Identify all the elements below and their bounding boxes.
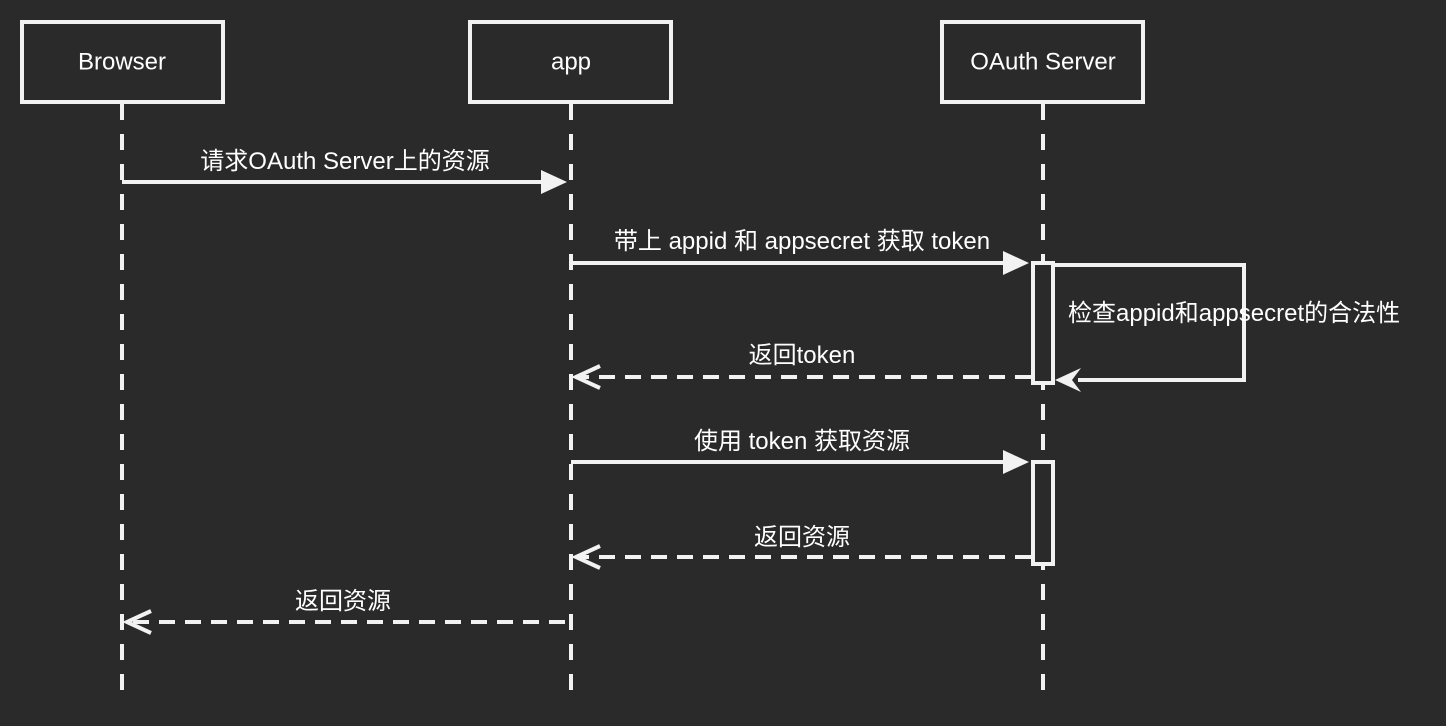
arrowhead-filled bbox=[1003, 251, 1029, 275]
message-validate-credentials: 检查appid和appsecret的合法性 bbox=[1053, 263, 1400, 392]
message-request-resource: 请求OAuth Server上的资源 bbox=[122, 148, 567, 194]
message-get-token: 带上 appid 和 appsecret 获取 token bbox=[571, 228, 1029, 275]
message-label: 返回token bbox=[749, 342, 856, 369]
message-return-resource-to-browser: 返回资源 bbox=[122, 588, 565, 635]
activation-bar-1 bbox=[1031, 261, 1055, 385]
arrowhead-open bbox=[571, 544, 601, 570]
participant-browser-label: Browser bbox=[78, 48, 166, 75]
arrowhead-filled bbox=[1003, 450, 1029, 474]
participant-app: app bbox=[468, 20, 673, 104]
participant-app-label: app bbox=[551, 48, 591, 75]
message-label: 返回资源 bbox=[754, 524, 850, 551]
arrowhead-filled bbox=[541, 170, 567, 194]
arrowhead-filled bbox=[1055, 368, 1081, 392]
message-return-token: 返回token bbox=[571, 342, 1031, 390]
arrowhead-open bbox=[122, 609, 152, 635]
participant-oauth-server-label: OAuth Server bbox=[970, 48, 1115, 75]
message-label: 请求OAuth Server上的资源 bbox=[200, 148, 489, 175]
participant-oauth-server: OAuth Server bbox=[940, 20, 1145, 104]
message-label: 返回资源 bbox=[295, 588, 391, 615]
message-label: 检查appid和appsecret的合法性 bbox=[1068, 300, 1400, 327]
message-label: 使用 token 获取资源 bbox=[694, 428, 910, 455]
message-return-resource-to-app: 返回资源 bbox=[571, 524, 1031, 570]
activation-bar-2 bbox=[1031, 460, 1055, 566]
message-label: 带上 appid 和 appsecret 获取 token bbox=[614, 228, 990, 255]
message-fetch-resource: 使用 token 获取资源 bbox=[571, 428, 1029, 474]
participant-browser: Browser bbox=[20, 20, 225, 104]
arrowhead-open bbox=[571, 364, 601, 390]
